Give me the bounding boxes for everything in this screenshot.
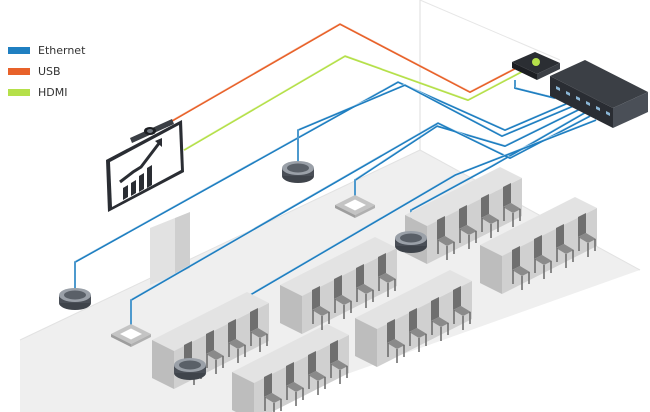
table-middle-left-chair-2 [334,275,352,319]
table-middle-right-chair-1 [387,319,405,363]
table-back-left-chair-1 [437,216,455,260]
podium-side [175,212,190,275]
table-back-right-chair-4 [578,213,596,257]
ethernet-cable-hub-highlight [514,79,556,98]
ceiling-microphone-icon [335,195,375,218]
table-front-left-chair-4 [250,308,268,352]
hdmi-cable-highlight [183,54,526,150]
legend-swatch-usb [8,68,30,75]
table-front-right-chair-2 [286,362,304,406]
table-middle-right-chair-2 [409,308,427,352]
table-middle-left-chair-4 [378,253,396,297]
legend-label-ethernet: Ethernet [38,44,86,57]
legend-label-hdmi: HDMI [38,86,68,99]
podium-front [150,218,175,285]
table-back-right-chair-2 [534,235,552,279]
legend-item-hdmi: HDMI [8,82,85,103]
trend-chart-icon [119,138,162,200]
network-switch-icon [550,60,648,128]
legend-swatch-hdmi [8,89,30,96]
ceiling-speaker-icon [282,161,314,183]
ceiling-speaker-icon [59,288,91,310]
legend-item-ethernet: Ethernet [8,40,85,61]
table-back-right-chair-3 [556,224,574,268]
table-middle-right-chair-4 [453,286,471,330]
table-middle-left-chair-3 [356,264,374,308]
table-back-left-chair-2 [459,205,477,249]
ceiling-microphone-icon [111,324,151,347]
ceiling-speaker-icon [174,358,206,380]
table-front-right-chair-1 [264,373,282,412]
legend-label-usb: USB [38,65,61,78]
table-back-right-chair-1 [512,246,530,290]
table-middle-right-chair-3 [431,297,449,341]
table-front-right-chair-4 [330,340,348,384]
ceiling-devices [59,161,427,380]
table-back-left-chair-4 [503,183,521,227]
interactive-display [106,119,184,212]
usb-cable [169,23,521,123]
legend: Ethernet USB HDMI [8,40,85,103]
wall-floor-line-left [19,149,421,341]
hdmi-cable [183,55,526,151]
legend-swatch-ethernet [8,47,30,54]
ethernet-cable-speaker-left-highlight [74,80,576,291]
ethernet-cable-speaker-center-highlight [297,83,579,161]
legend-item-usb: USB [8,61,85,82]
table-front-left-chair-3 [228,319,246,363]
table-middle-left-chair-1 [312,286,330,330]
switch-ports [556,85,610,117]
wall-floor-line-right [419,149,641,271]
table-front-right [232,324,349,412]
table-front-left-chair-2 [206,330,224,374]
ethernet-cable-mic-center-highlight [354,106,583,202]
table-back-left-chair-3 [481,194,499,238]
camera-icon [130,119,174,143]
table-front-right-chair-3 [308,351,326,395]
ceiling-line [419,0,561,61]
display-screen [110,125,181,207]
usb-cable-highlight [169,22,521,122]
media-hub-icon [512,52,560,80]
ceiling-speaker-icon [395,231,427,253]
